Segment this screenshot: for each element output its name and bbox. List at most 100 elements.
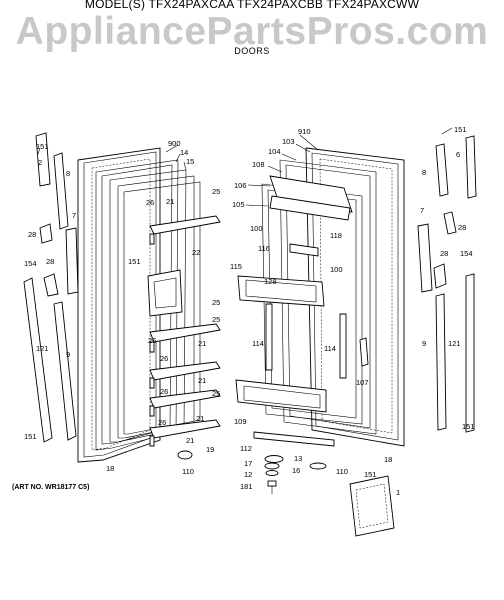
callout-151-freezer: 151: [128, 257, 141, 266]
freezer-handle-top-trim[interactable]: [35, 132, 51, 187]
freezer-handle-upper[interactable]: [53, 152, 69, 230]
fresh-food-handle-trim-strip[interactable]: [435, 293, 447, 431]
freezer-door-shelves[interactable]: [149, 215, 221, 447]
callout-900: 900: [168, 139, 181, 148]
callout-128: 128: [264, 277, 277, 286]
fresh-food-door-gasket[interactable]: [279, 159, 377, 435]
callout-114-right: 114: [324, 344, 336, 353]
hinge-screw[interactable]: [267, 480, 277, 487]
fresh-food-handle-lower-mount[interactable]: [433, 263, 447, 289]
callout-9-left: 9: [66, 350, 70, 359]
hinge-hardware: [264, 455, 395, 537]
callout-16: 16: [292, 466, 300, 475]
callout-28-left-top: 28: [28, 230, 36, 239]
hinge-washer[interactable]: [265, 470, 279, 476]
callout-8-right: 8: [422, 168, 426, 177]
butter-tray[interactable]: [289, 243, 319, 257]
callout-112: 112: [240, 444, 252, 453]
callout-109: 109: [234, 417, 247, 426]
hinge-bushing[interactable]: [264, 455, 284, 463]
fresh-food-handle-bracket[interactable]: [417, 223, 433, 293]
callout-100-b: 100: [330, 265, 343, 274]
callout-26-d: 26: [160, 387, 168, 396]
bin-rail-right[interactable]: [339, 313, 347, 379]
callout-100-a: 100: [250, 224, 263, 233]
callout-labels: 900 14 15 910 103 104 108 106 105 151 2 …: [24, 125, 475, 497]
callout-15: 15: [186, 157, 194, 166]
callout-21-c: 21: [198, 376, 206, 385]
callout-151-bottom-right: 151: [462, 422, 475, 431]
callout-25-d: 25: [212, 389, 220, 398]
callout-21-b: 21: [198, 339, 206, 348]
freezer-handle-lower-mount[interactable]: [43, 273, 59, 297]
freezer-handle-mount[interactable]: [39, 223, 53, 244]
callout-8-left: 8: [66, 169, 70, 178]
callout-7-left: 7: [72, 211, 76, 220]
door-bin[interactable]: [237, 275, 325, 307]
freezer-handle-lower[interactable]: [23, 277, 53, 443]
callout-22: 22: [192, 248, 200, 257]
freezer-handle-trim-strip[interactable]: [53, 301, 77, 441]
callout-21-e: 21: [186, 436, 194, 445]
callout-14: 14: [180, 148, 188, 157]
freezer-handle-bracket[interactable]: [65, 227, 79, 295]
watermark-logo: AppliancePartsPros.com: [15, 10, 489, 53]
freezer-door-panel[interactable]: [77, 147, 161, 463]
callout-118: 118: [330, 231, 342, 240]
callout-21-a: 21: [166, 197, 174, 206]
callout-107: 107: [356, 378, 369, 387]
fresh-food-door-panel[interactable]: [305, 147, 405, 447]
fresh-food-handle-lower[interactable]: [465, 273, 475, 433]
callout-104: 104: [268, 147, 281, 156]
callout-151-bottom-left: 151: [24, 432, 37, 441]
dispenser-chute[interactable]: [147, 269, 183, 317]
leader-lines: [37, 127, 453, 207]
callout-910: 910: [298, 127, 311, 136]
callout-106: 106: [234, 181, 247, 190]
door-bottom-trim[interactable]: [253, 431, 335, 447]
callout-151-right-bottom: 151: [364, 470, 377, 479]
callout-154-left: 154: [24, 259, 37, 268]
callout-26-b: 26: [148, 336, 156, 345]
callout-28-left-bottom: 28: [46, 257, 54, 266]
callout-18-right: 18: [384, 455, 392, 464]
callout-25-b: 25: [212, 298, 220, 307]
callout-151-top-left: 151: [36, 142, 49, 151]
dairy-compartment[interactable]: [269, 175, 353, 213]
fresh-food-handle-top-trim[interactable]: [435, 143, 449, 197]
callout-28-right-top: 28: [458, 223, 466, 232]
callout-26-e: 26: [158, 418, 166, 427]
callout-151-top-right: 151: [454, 125, 467, 134]
cover-plate[interactable]: [349, 475, 395, 537]
freezer-door-liner[interactable]: [109, 169, 187, 443]
door-stop[interactable]: [359, 337, 369, 367]
section-title: DOORS: [234, 46, 270, 56]
callout-9-right: 9: [422, 339, 426, 348]
fresh-food-door-assembly: [235, 135, 477, 447]
callout-6: 6: [456, 150, 460, 159]
callout-26-a: 26: [146, 198, 154, 207]
freezer-door-cam[interactable]: [177, 450, 193, 460]
callout-1: 1: [396, 488, 400, 497]
callout-25-a: 25: [212, 187, 220, 196]
callout-108: 108: [252, 160, 265, 169]
callout-21-d: 21: [196, 414, 204, 423]
callout-103: 103: [282, 137, 295, 146]
callout-7-right: 7: [420, 206, 424, 215]
callout-17: 17: [244, 459, 252, 468]
callout-181: 181: [240, 482, 253, 491]
callout-105: 105: [232, 200, 245, 209]
art-number: (ART NO. WR18177 C5): [12, 484, 90, 491]
callout-12: 12: [244, 470, 252, 479]
fresh-food-handle-upper[interactable]: [465, 135, 477, 199]
callout-154-right: 154: [460, 249, 473, 258]
fresh-food-handle-mount[interactable]: [443, 211, 457, 235]
callout-114-left: 114: [252, 339, 264, 348]
callout-2: 2: [38, 158, 42, 167]
freezer-door-gasket[interactable]: [95, 159, 179, 451]
callout-116: 116: [258, 244, 270, 253]
callout-19: 19: [206, 445, 214, 454]
bin-rail-left[interactable]: [265, 303, 273, 371]
callout-25-c: 25: [212, 315, 220, 324]
